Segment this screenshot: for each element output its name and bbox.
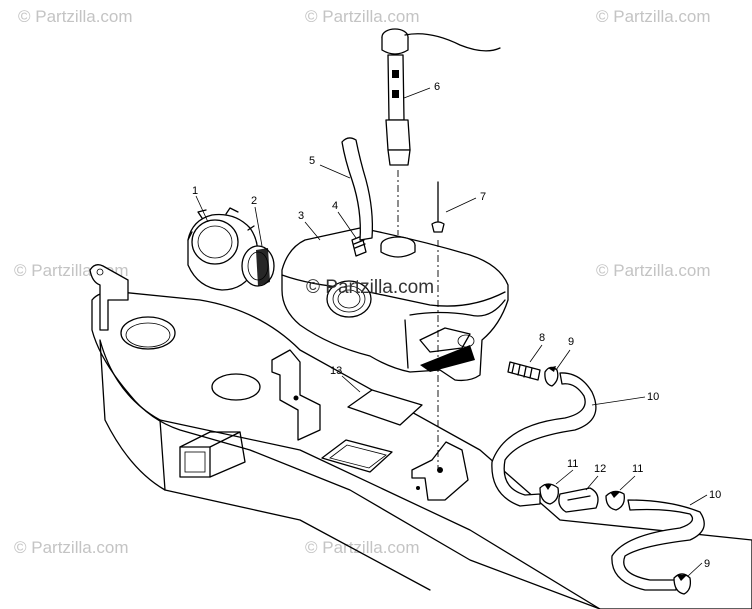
part-callouts: 1 2 3 4 5 6 7 8 9 10 11 12 11 10 9 13 — [192, 81, 721, 570]
watermark-text: © Partzilla.com — [596, 7, 711, 26]
callout-8: 8 — [539, 332, 545, 344]
leader-lines — [195, 87, 708, 577]
part-11-hose-clamp — [605, 490, 625, 511]
part-8-outlet-fitting — [507, 361, 541, 381]
part-12-fuel-filter — [558, 487, 599, 513]
part-10-fuel-hose — [491, 372, 597, 507]
callout-10: 10 — [647, 391, 659, 403]
callout-2: 2 — [251, 195, 257, 207]
callout-7: 7 — [480, 191, 486, 203]
watermark-text: © Partzilla.com — [18, 7, 133, 26]
part-11-hose-clamp — [539, 483, 559, 505]
watermark-text: © Partzilla.com — [305, 7, 420, 26]
callout-1: 1 — [192, 185, 198, 197]
callout-4: 4 — [332, 200, 338, 212]
part-6-fuel-sender — [381, 28, 501, 235]
callout-3: 3 — [298, 210, 304, 222]
callout-9: 9 — [568, 336, 574, 348]
callout-9: 9 — [704, 558, 710, 570]
callout-11: 11 — [632, 463, 643, 475]
callout-6: 6 — [434, 81, 440, 93]
callout-10: 10 — [709, 489, 721, 501]
watermark-text-center: © Partzilla.com — [306, 277, 434, 298]
watermark-text: © Partzilla.com — [596, 261, 711, 280]
watermark-text: © Partzilla.com — [14, 538, 129, 557]
part-3-fuel-tank — [281, 227, 509, 382]
part-13-pad — [347, 389, 423, 426]
callout-13: 13 — [330, 365, 342, 377]
part-2-gasket — [241, 245, 275, 287]
callout-12: 12 — [594, 463, 606, 475]
part-4-vent-fitting — [351, 235, 367, 257]
frame-crossmember — [89, 264, 752, 609]
part-1-fuel-cap — [187, 207, 259, 291]
part-9-hose-clamp — [673, 573, 692, 595]
part-7-mount-pin — [431, 181, 445, 470]
watermark-text: © Partzilla.com — [305, 538, 420, 557]
part-9-hose-clamp — [544, 366, 559, 387]
callout-5: 5 — [309, 155, 315, 167]
part-5-vent-hose — [341, 137, 374, 241]
callout-11: 11 — [567, 458, 578, 470]
